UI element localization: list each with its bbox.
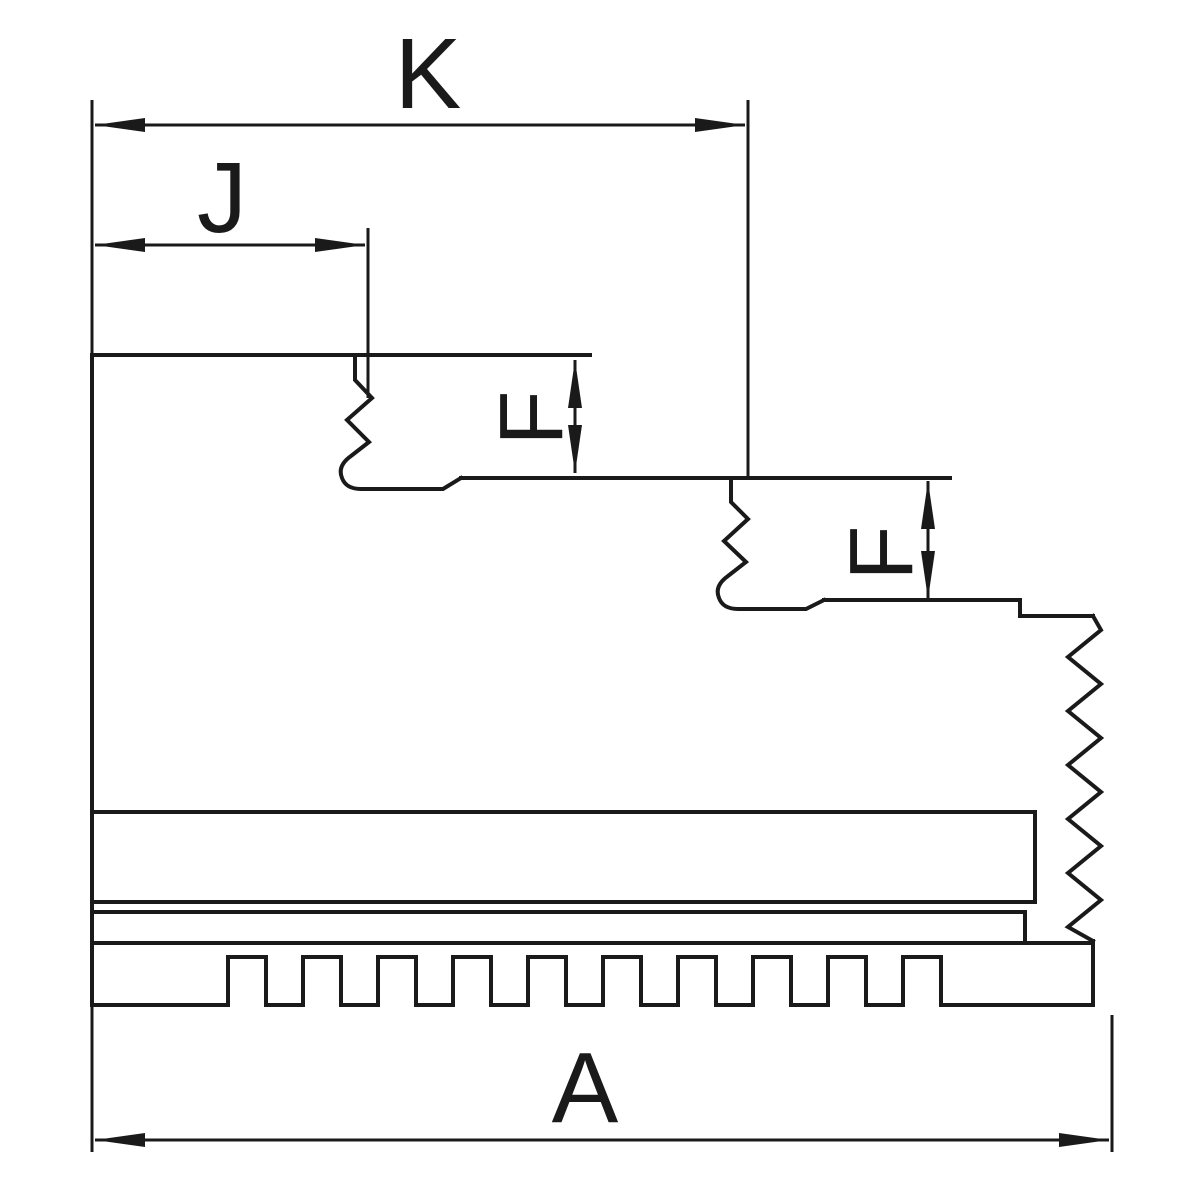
arrowhead-f-upper-top (568, 360, 582, 408)
serrated-right-edge (1064, 613, 1105, 944)
dimension-label-f-upper: F (482, 391, 582, 446)
dimension-label-k: K (395, 18, 462, 130)
serration-grooves-bottom (90, 955, 1095, 1007)
arrowhead-a-right (1059, 1133, 1109, 1147)
arrowhead-j-right (315, 238, 365, 252)
dimension-label-j: J (197, 142, 247, 254)
arrowhead-k-left (95, 118, 145, 132)
arrowhead-k-right (695, 118, 745, 132)
arrowhead-f-lower-top (921, 481, 935, 529)
arrowhead-j-left (95, 238, 145, 252)
break-line-lower (715, 476, 827, 611)
break-line-upper (338, 353, 464, 491)
arrowhead-a-left (95, 1133, 145, 1147)
dimension-label-f-lower: F (832, 526, 932, 581)
arrowhead-f-lower-bottom (921, 551, 935, 599)
dimension-label-a: A (552, 1032, 619, 1144)
arrowhead-f-upper-bottom (568, 425, 582, 473)
